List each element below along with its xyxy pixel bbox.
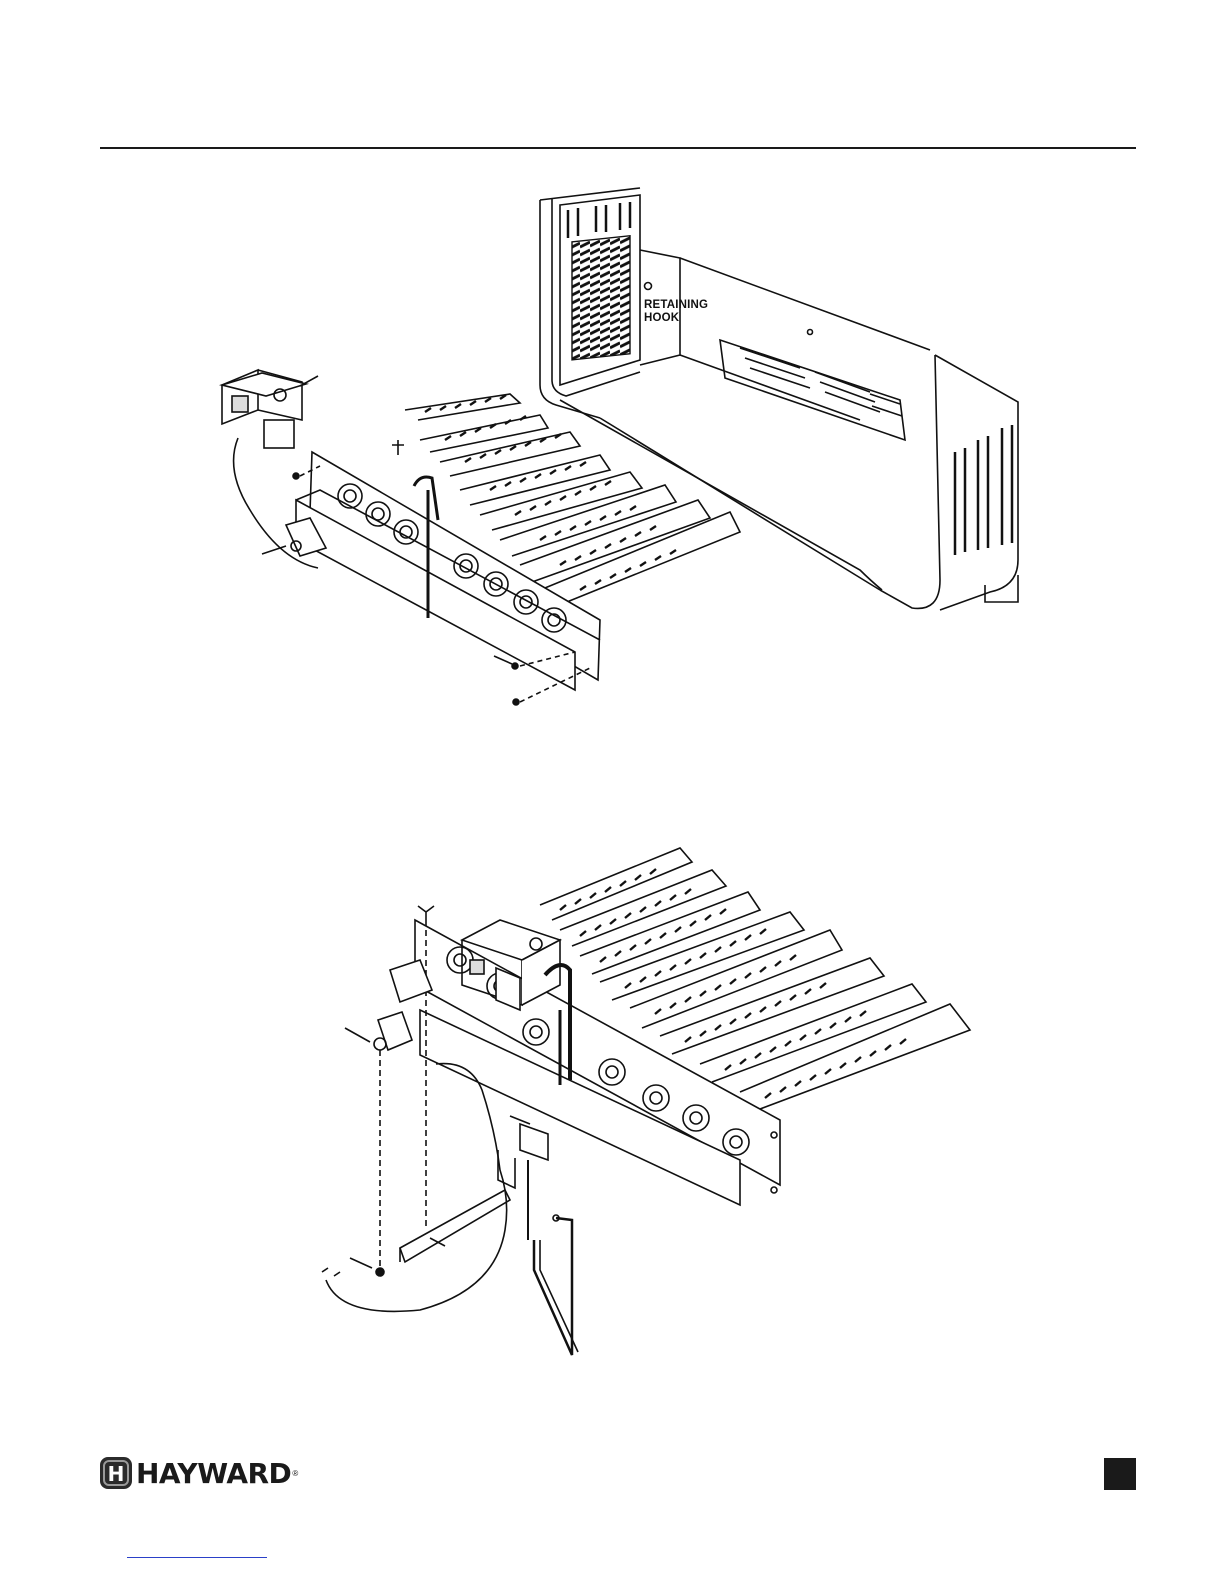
screw [513,699,519,705]
footer-link-underline[interactable] [127,1557,267,1558]
figure-burner-tray-removal: RETAINING HOOK [222,188,1018,705]
hayward-wordmark: HAYWARD [136,1457,291,1490]
screw [293,473,299,479]
cabinet-right-panel [880,355,940,608]
hayward-logo-mark: H [100,1457,132,1489]
cabinet-louver-grille [572,236,630,360]
figure-burner-assembly [322,848,970,1355]
registered-mark: ® [292,1469,298,1478]
retaining-label-line-1: RETAINING [644,299,708,311]
page-marker-box [1104,1458,1136,1490]
retaining-hook [645,283,652,290]
screw [512,663,518,669]
hayward-logo: H HAYWARD® [100,1455,298,1491]
mounting-bracket [400,1190,510,1262]
screw-bottom [376,1268,384,1276]
hayward-logo-letter: H [100,1462,132,1486]
wing-nut [418,906,434,920]
burner-tray-manifold [296,440,600,690]
retaining-label-line-2: HOOK [644,312,680,324]
